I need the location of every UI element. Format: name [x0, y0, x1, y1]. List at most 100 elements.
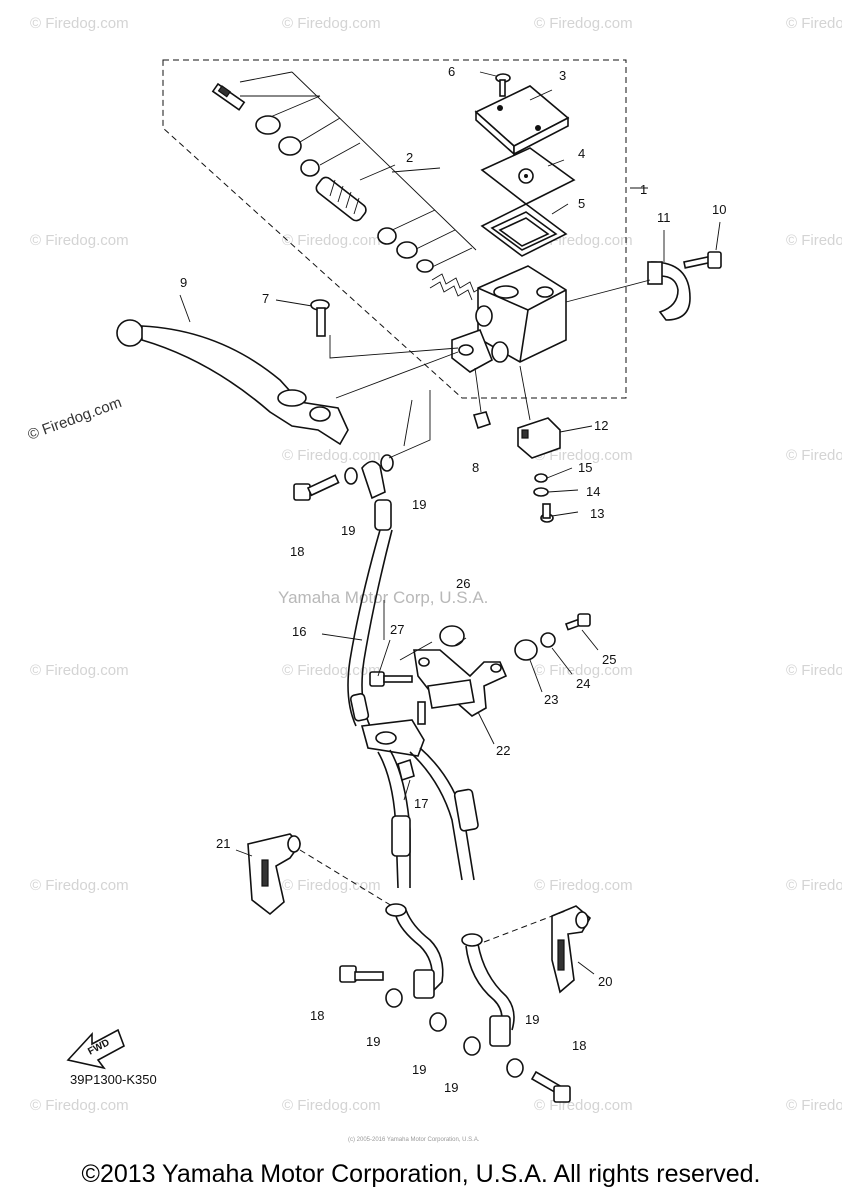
hose-top-leader	[388, 390, 431, 459]
watermark: © Firedog.com	[786, 1097, 842, 1114]
watermark-layer: © Firedog.com © Firedog.com © Firedog.co…	[26, 15, 842, 1114]
gasket-19e	[463, 1036, 481, 1056]
callout-19a: 19	[341, 523, 355, 538]
union-bolt-left	[339, 965, 384, 983]
diaphragm	[480, 203, 568, 257]
callout-13: 13	[590, 506, 604, 521]
holder-clamp	[647, 261, 691, 321]
callout-16: 16	[292, 624, 306, 639]
callout-19d: 19	[412, 1062, 426, 1077]
spring	[429, 273, 485, 301]
guide-20-leader	[483, 909, 569, 943]
bolt-25	[564, 613, 591, 631]
callout-22: 22	[496, 743, 510, 758]
hose-guide-21	[247, 833, 302, 916]
watermark: © Firedog.com	[534, 15, 633, 32]
switch-screw	[540, 503, 554, 523]
gasket-19a	[344, 467, 358, 485]
callout-2: 2	[406, 150, 413, 165]
callout-24: 24	[576, 676, 590, 691]
union-bolt-right	[530, 1070, 571, 1103]
reservoir-cap	[474, 85, 570, 156]
callout-25: 25	[602, 652, 616, 667]
hose-joint	[397, 758, 415, 782]
cup-2	[396, 241, 418, 259]
callout-15: 15	[578, 460, 592, 475]
piston-kit-leaders	[239, 71, 477, 269]
circlip	[278, 136, 302, 156]
bracket-stud	[417, 701, 426, 725]
copyright-footer: ©2013 Yamaha Motor Corporation, U.S.A. A…	[81, 1160, 761, 1188]
watermark: © Firedog.com	[534, 877, 633, 894]
callout-8: 8	[472, 460, 479, 475]
callout-5: 5	[578, 196, 585, 211]
callout-numbers: 1 2 3 4 5 6 7 8 9 10 11 12 13 14 15 16 1…	[180, 64, 726, 1095]
push-rod	[211, 82, 246, 111]
guide-21-leader	[299, 849, 393, 907]
watermark: © Firedog.com	[282, 15, 381, 32]
callout-18a: 18	[290, 544, 304, 559]
hose-bracket	[413, 649, 508, 717]
callout-26: 26	[456, 576, 470, 591]
callout-14: 14	[586, 484, 600, 499]
callout-9: 9	[180, 275, 187, 290]
washer-14	[533, 487, 549, 497]
watermark: © Firedog.com	[534, 662, 633, 679]
watermark: © Firedog.com	[30, 232, 129, 249]
switch-leader	[519, 365, 531, 421]
clamp-bolt	[683, 251, 722, 269]
watermark: © Firedog.com	[30, 1097, 129, 1114]
grommet-26	[439, 625, 465, 647]
watermark: © Firedog.com	[786, 232, 842, 249]
callout-6: 6	[448, 64, 455, 79]
callout-3: 3	[559, 68, 566, 83]
callout-19f: 19	[525, 1012, 539, 1027]
pivot-leader	[329, 335, 459, 359]
callout-19c: 19	[366, 1034, 380, 1049]
callout-19b: 19	[412, 497, 426, 512]
pivot-bolt	[310, 299, 330, 337]
watermark: © Firedog.com	[786, 447, 842, 464]
grommet-23	[514, 639, 538, 661]
spring-seat	[416, 259, 434, 273]
watermark: © Firedog.com	[534, 1097, 633, 1114]
watermark: © Firedog.com	[534, 447, 633, 464]
callout-leaders	[179, 71, 721, 975]
collar-24	[540, 632, 556, 648]
lever-pivot-leader	[335, 351, 459, 399]
master-cylinder-body	[451, 265, 567, 373]
watermark: © Firedog.com	[786, 15, 842, 32]
gasket-19f	[506, 1058, 524, 1078]
callout-1: 1	[640, 182, 647, 197]
watermark: © Firedog.com	[282, 662, 381, 679]
gasket-19c	[385, 988, 403, 1008]
callout-11: 11	[657, 210, 671, 225]
callout-4: 4	[578, 146, 585, 161]
watermark: © Firedog.com	[30, 877, 129, 894]
cap-screw	[495, 73, 511, 97]
diaphragm-plate	[480, 147, 576, 205]
watermark-center: Yamaha Motor Corp, U.S.A.	[278, 588, 488, 607]
watermark: © Firedog.com	[30, 15, 129, 32]
watermark: © Firedog.com	[30, 662, 129, 679]
callout-23: 23	[544, 692, 558, 707]
brake-lever	[116, 319, 349, 446]
assembly-dashed-outline	[162, 59, 627, 399]
callout-20: 20	[598, 974, 612, 989]
nut-leader	[474, 367, 482, 413]
fwd-arrow-icon: FWD	[66, 1028, 125, 1070]
brake-hose	[347, 460, 515, 1047]
clamp-leader	[565, 279, 651, 303]
watermark: © Firedog.com	[786, 662, 842, 679]
washer	[300, 159, 320, 177]
cup	[377, 227, 397, 245]
gasket-19d	[429, 1012, 447, 1032]
bracket-bolt-27	[369, 671, 413, 687]
hose-guide-20	[551, 905, 592, 994]
watermark: © Firedog.com	[282, 232, 381, 249]
union-bolt-top	[293, 474, 340, 501]
watermark: © Firedog.com	[282, 1097, 381, 1114]
watermark: © Firedog.com	[282, 877, 381, 894]
callout-19e: 19	[444, 1080, 458, 1095]
